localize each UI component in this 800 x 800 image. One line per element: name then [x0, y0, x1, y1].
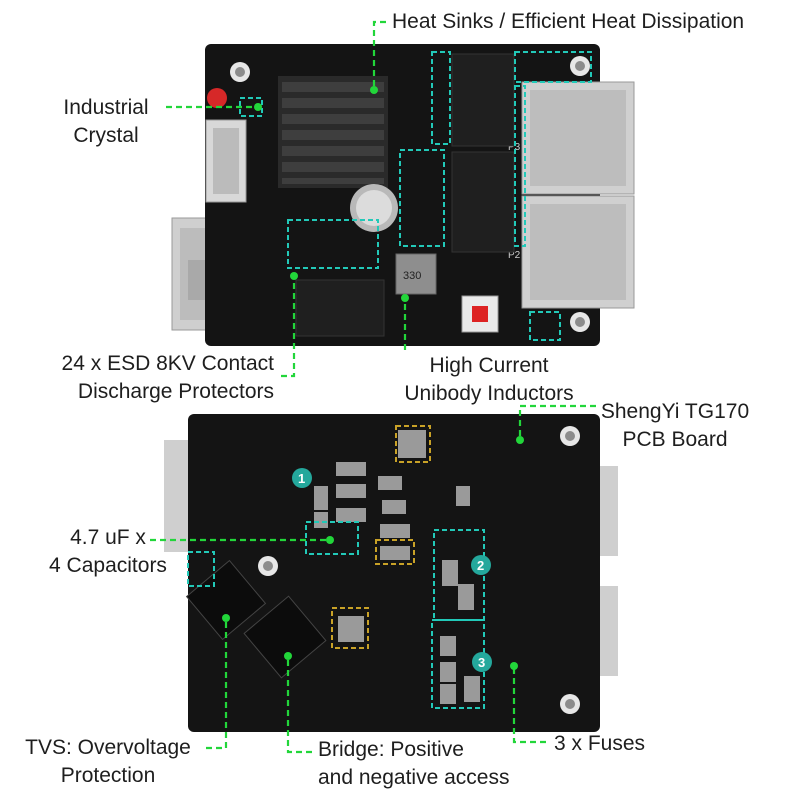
fuses-label: 3 x Fuses — [554, 732, 646, 755]
industrial-crystal-label: Industrial Crystal — [63, 96, 149, 147]
capacitors-label: 4.7 uF x 4 Capacitors — [49, 526, 167, 577]
top-pcb: P3 P2 330 — [171, 44, 635, 346]
port-p2-label: P2 — [508, 250, 521, 261]
badge-1: 1 — [298, 471, 305, 486]
inductors-label: High Current Unibody Inductors — [404, 354, 574, 405]
badge-2: 2 — [477, 558, 484, 573]
inductor-marking: 330 — [403, 270, 421, 282]
port-p3-label: P3 — [508, 142, 521, 153]
tvs-label: TVS: Overvoltage Protection — [25, 736, 191, 787]
leader-lines — [150, 20, 596, 754]
esd-protectors-label: 24 x ESD 8KV Contact Discharge Protector… — [61, 352, 274, 403]
pcb-board-label: ShengYi TG170 PCB Board — [600, 400, 750, 451]
bottom-pcb: 1 2 3 — [164, 414, 618, 732]
heat-sinks-label: Heat Sinks / Efficient Heat Dissipation — [392, 10, 745, 33]
bridge-label: Bridge: Positive and negative access — [318, 738, 510, 789]
badge-3: 3 — [478, 655, 485, 670]
